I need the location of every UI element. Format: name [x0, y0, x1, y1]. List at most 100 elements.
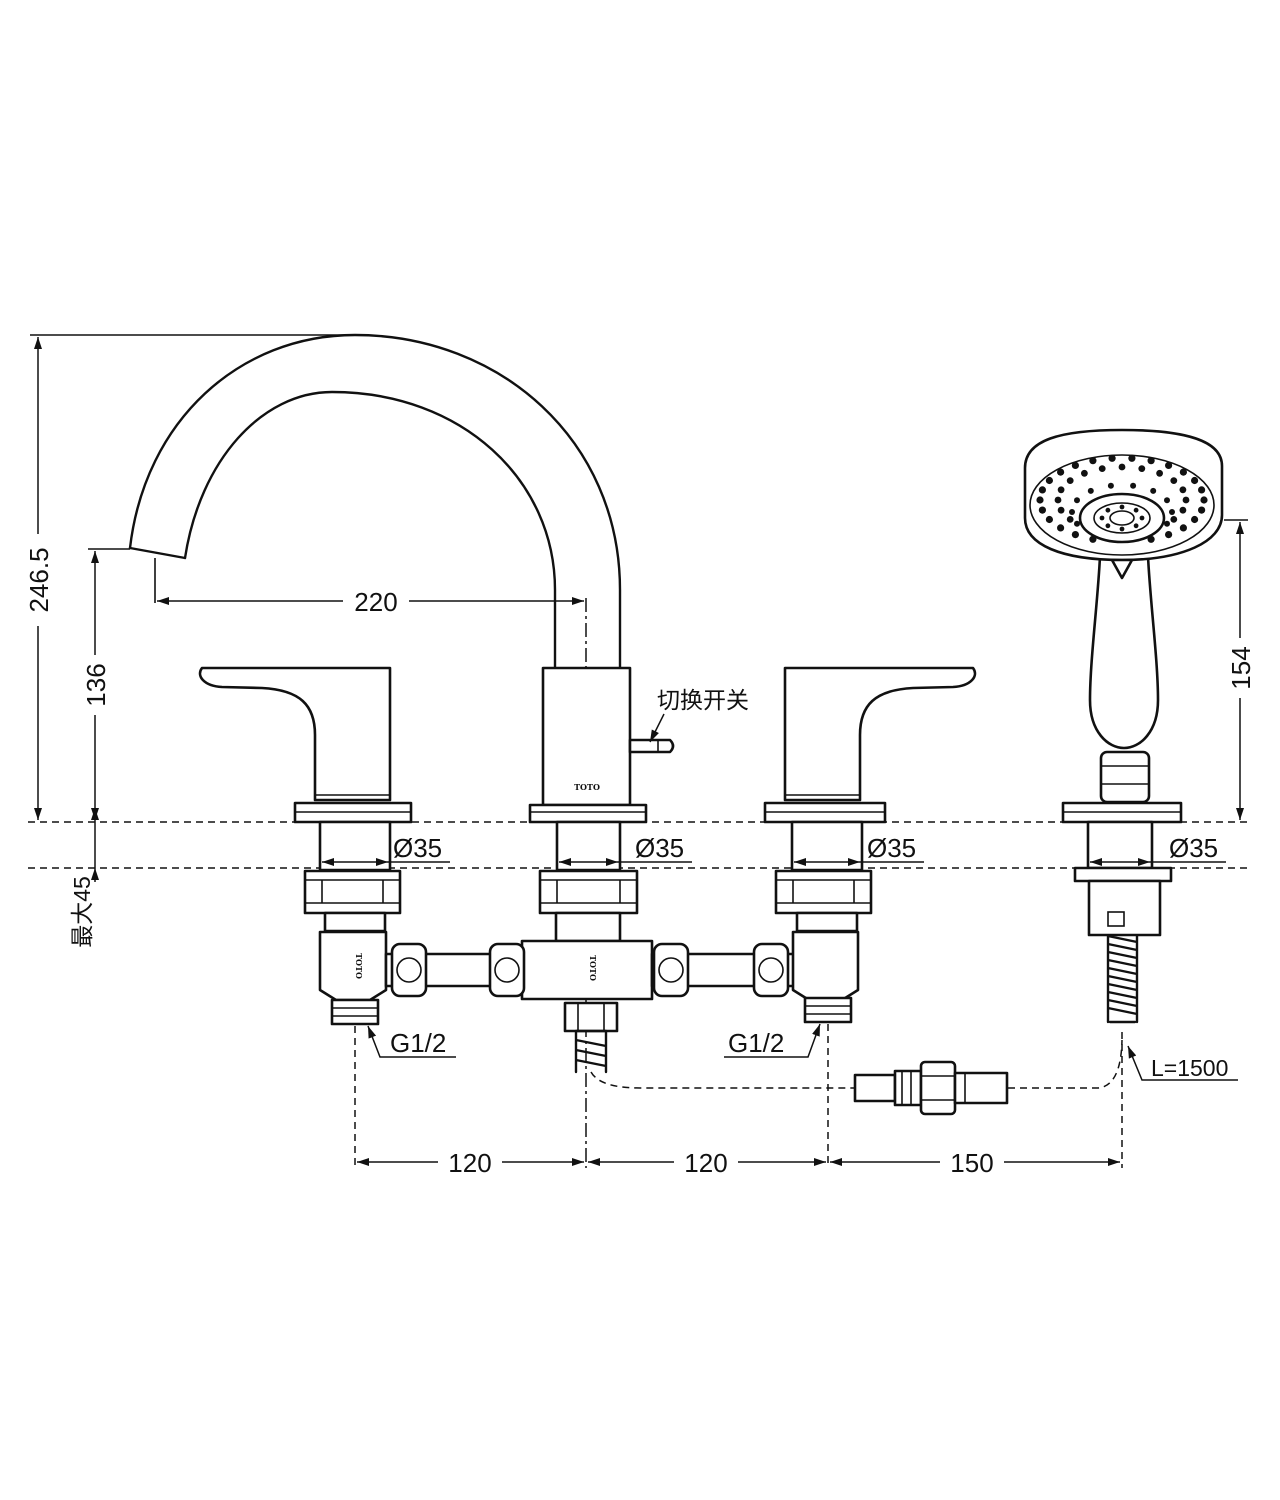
right-shank: [790, 820, 864, 872]
spray-nozzle: [1118, 463, 1126, 471]
diverter-leader-line: [649, 713, 665, 743]
spray-nozzle: [1165, 531, 1173, 539]
spray-nozzle: [1071, 531, 1079, 539]
shower-height-label: 154: [1226, 646, 1256, 689]
shower-center-cap: [1109, 510, 1135, 526]
dimension-deck-thickness: 最大45: [69, 808, 99, 948]
shower-shank-lower: [1087, 879, 1162, 937]
spout-reach-label: 220: [354, 587, 397, 617]
spray-nozzle: [1170, 477, 1178, 484]
shower-mode-tab: [1110, 558, 1134, 580]
center-mounting-nut: [538, 869, 639, 915]
shower-hose-coil: [1106, 934, 1139, 1024]
right-handle-lever: [783, 666, 977, 802]
center-hose-connector: [574, 1029, 608, 1074]
spout-height-label: 136: [81, 663, 111, 706]
diameter-center-label: Ø35: [635, 833, 684, 863]
spray-nozzle: [1128, 454, 1136, 462]
spray-nozzle: [1147, 457, 1155, 465]
spray-nozzle: [1098, 465, 1106, 472]
spray-nozzle: [1045, 476, 1053, 485]
center-spray-nozzle: [1133, 507, 1139, 513]
shower-nozzles: [1036, 454, 1208, 543]
coupling-body: [488, 942, 526, 998]
spray-nozzle: [1156, 469, 1163, 477]
diameter-shower-label: Ø35: [1169, 833, 1218, 863]
label-gap: [438, 1146, 502, 1178]
label-gap: [81, 655, 111, 715]
center-outlet-nut: [563, 1001, 619, 1033]
spray-nozzle: [1164, 497, 1170, 504]
spacing-shower-label: 150: [950, 1148, 993, 1178]
spray-nozzle: [1200, 496, 1208, 504]
dimension-shower-height: 154: [1226, 522, 1256, 820]
spray-nozzle: [1038, 486, 1046, 494]
spray-nozzle: [1107, 482, 1114, 489]
spray-nozzle: [1191, 515, 1199, 524]
dimension-spout-reach: 220: [157, 586, 584, 617]
shower-shank: [1086, 820, 1154, 870]
label-gap: [940, 1146, 1004, 1178]
hand-shower: [1023, 428, 1224, 824]
spray-nozzle: [1036, 496, 1044, 504]
spray-nozzle: [1150, 487, 1157, 494]
spacing-left-label: 120: [448, 1148, 491, 1178]
spray-nozzle: [1066, 477, 1074, 484]
dimension-bottom-spacing: 120 120 150: [357, 1146, 1120, 1178]
spray-nozzle: [1054, 496, 1062, 504]
spray-nozzle: [1170, 516, 1178, 523]
left-shank-lower: [323, 911, 387, 933]
left-valve-body: [318, 930, 388, 1002]
shower-hose-routing: [590, 1039, 1123, 1116]
spray-nozzle: [1045, 515, 1053, 524]
coupling-face: [758, 957, 784, 983]
center-shank: [555, 820, 622, 872]
diverter-lever: [628, 738, 675, 754]
spray-nozzle: [1069, 509, 1075, 515]
left-valve-underdeck: TOTO: [303, 820, 402, 1026]
spray-nozzle: [1164, 520, 1170, 527]
spray-nozzle: [1066, 516, 1074, 523]
label-gap: [24, 534, 54, 626]
center-spray-nozzle: [1099, 515, 1105, 521]
center-underdeck: TOTO: [520, 820, 654, 1074]
spout-outlet: [128, 546, 187, 560]
spray-nozzle: [1089, 457, 1097, 465]
hose-connector-right: [953, 1071, 1009, 1105]
hose-dashed-path: [1008, 1039, 1123, 1089]
coupling-body: [390, 942, 428, 998]
dimension-spout-height: 136: [81, 551, 111, 820]
right-valve-underdeck: [774, 820, 873, 1024]
thread-right-label: G1/2: [728, 1028, 784, 1058]
shower-head-face: [1029, 454, 1215, 556]
spray-nozzle: [1108, 454, 1116, 462]
spray-nozzle: [1179, 486, 1187, 494]
right-valve-body: [791, 930, 860, 1002]
thread-right-leader: [724, 1023, 821, 1058]
coupling-face: [658, 957, 684, 983]
hose-connector-hex-nut: [919, 1060, 957, 1116]
spray-nozzle: [1165, 461, 1173, 469]
center-spray-nozzle: [1139, 515, 1145, 521]
left-mounting-nut: [303, 869, 402, 915]
shower-center-ring: [1093, 502, 1151, 534]
shower-underdeck: [1073, 820, 1173, 1024]
overall-height-label: 246.5: [24, 547, 54, 612]
left-handle-lever: [198, 666, 392, 802]
spray-nozzle: [1138, 465, 1146, 472]
right-inlet-fitting: [803, 996, 853, 1024]
spray-nozzle: [1179, 524, 1187, 532]
spray-nozzle: [1179, 468, 1187, 476]
spray-nozzle: [1071, 461, 1079, 469]
diverter-label: 切换开关: [657, 687, 749, 713]
right-handle: [763, 666, 977, 824]
spout-body-column: [541, 666, 632, 807]
spout-outer-curve: [128, 333, 622, 670]
brand-logo-body: TOTO: [574, 782, 600, 792]
spray-nozzle: [1198, 486, 1206, 494]
shower-holder-neck: [1099, 750, 1151, 804]
spray-nozzle: [1038, 506, 1046, 514]
spout-body: TOTO: [528, 666, 648, 824]
left-inlet-fitting: [330, 998, 380, 1026]
spray-nozzle: [1147, 535, 1155, 543]
